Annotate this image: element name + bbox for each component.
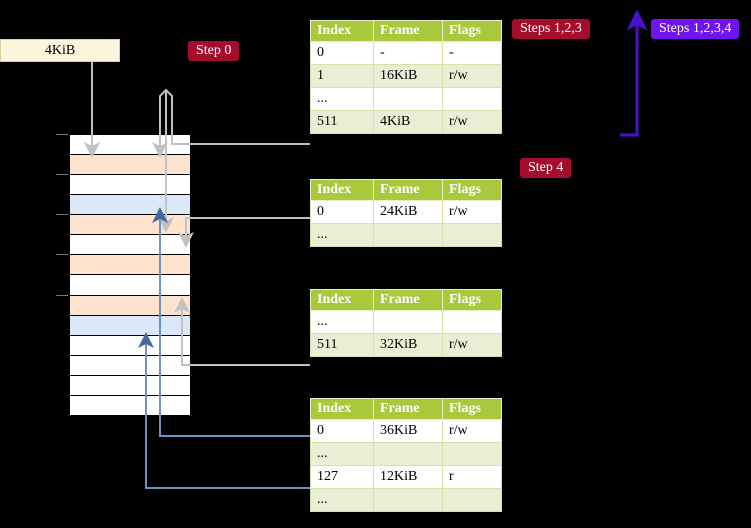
cell-frame [373,87,443,111]
cell-flags [442,442,502,466]
cell-index: ... [310,223,374,247]
column-header-index: Index [310,179,374,201]
memory-frame-row [70,254,190,275]
badge-steps-1-2-3-4-label: Steps 1,2,3,4 [651,19,740,39]
memory-frame-tick [56,134,68,135]
cell-flags [442,223,502,247]
memory-frame-row [70,234,190,255]
memory-frame-row [70,314,190,335]
cell-frame [373,488,443,512]
badge-steps-1-2-3-label: Steps 1,2,3 [512,19,590,39]
column-header-frame: Frame [373,179,443,201]
table-row: ... [310,310,502,334]
badge-step-0: Step 0 [188,41,240,61]
cell-index: 511 [310,333,374,357]
cell-flags [442,87,502,111]
cell-flags [442,310,502,334]
cell-index: ... [310,87,374,111]
table-row: ... [310,442,502,466]
table-row: ... [310,87,502,111]
column-header-frame: Frame [373,289,443,311]
memory-frame-tick [56,294,68,296]
cell-flags: r/w [442,64,502,88]
cell-frame: 32KiB [373,333,443,357]
column-header-index: Index [310,289,374,311]
memory-frame-row [70,194,190,215]
cell-frame [373,310,443,334]
physical-memory-column [56,134,190,416]
memory-frame-row [70,174,190,195]
cell-flags: r/w [442,110,502,134]
cell-index: 0 [310,419,374,443]
column-header-frame: Frame [373,398,443,420]
cell-frame: 16KiB [373,64,443,88]
connector-steps-bracket [620,9,648,137]
memory-frame-row [70,334,190,355]
memory-frame-row [70,274,190,295]
memory-frame-row [70,154,190,175]
cell-frame: 4KiB [373,110,443,134]
memory-column-bottom-edge [70,414,190,416]
cell-frame: 36KiB [373,419,443,443]
cell-flags: r [442,465,502,489]
badge-steps-1-2-3-4: Steps 1,2,3,4 [651,19,740,39]
table-row: 0-- [310,41,502,65]
memory-frame-row [70,354,190,375]
cell-index: ... [310,442,374,466]
connector-l2-to-frame [174,297,310,366]
column-header-frame: Frame [373,20,443,42]
memory-frame-tick [56,254,68,256]
column-header-index: Index [310,398,374,420]
column-header-index: Index [310,20,374,42]
cell-flags: r/w [442,333,502,357]
cell-frame [373,442,443,466]
column-header-flags: Flags [442,398,502,420]
column-header-flags: Flags [442,20,502,42]
cell-flags: - [442,41,502,65]
cell-frame [373,223,443,247]
memory-frame-row [70,214,190,235]
cell-index: 511 [310,110,374,134]
cell-frame: 24KiB [373,200,443,224]
memory-frame-row [70,134,190,155]
memory-frame-4kib-box: 4KiB [0,39,120,62]
memory-frame-4kib-label: 4KiB [44,42,76,58]
cell-index: ... [310,310,374,334]
badge-steps-1-2-3: Steps 1,2,3 [512,19,590,39]
memory-frame-row [70,374,190,395]
cell-index: ... [310,488,374,512]
memory-frame-tick [56,174,68,176]
connector-l3-to-frame [178,217,310,248]
cell-index: 127 [310,465,374,489]
memory-frame-row [70,394,190,415]
column-header-flags: Flags [442,179,502,201]
table-row: ... [310,223,502,247]
badge-step-4: Step 4 [520,158,572,178]
cell-index: 0 [310,200,374,224]
cell-index: 1 [310,64,374,88]
cell-flags: r/w [442,200,502,224]
table-row: ... [310,488,502,512]
badge-step-0-label: Step 0 [188,41,240,61]
cell-index: 0 [310,41,374,65]
memory-frame-row [70,294,190,315]
cell-frame: - [373,41,443,65]
memory-frame-tick [56,214,68,216]
column-header-flags: Flags [442,289,502,311]
badge-step-4-label: Step 4 [520,158,572,178]
cell-frame: 12KiB [373,465,443,489]
cell-flags [442,488,502,512]
cell-flags: r/w [442,419,502,443]
